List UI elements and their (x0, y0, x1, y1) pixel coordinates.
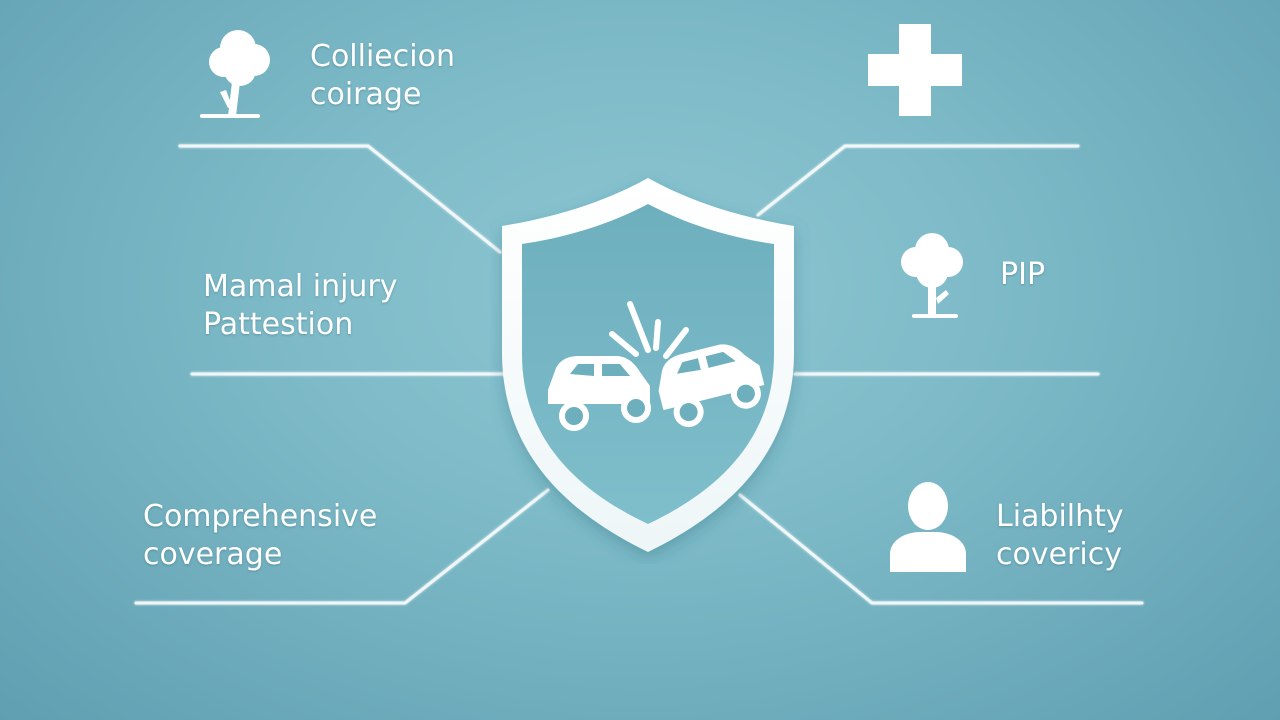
car-crash-icon (548, 301, 765, 431)
label-personal-injury: Mamal injury Pattestion (203, 268, 398, 344)
label-pip-line1: PIP (1000, 257, 1046, 292)
label-personal-injury-line2: Pattestion (203, 307, 354, 342)
label-liability-line1: Liabilhty (996, 499, 1124, 534)
label-collision-coverage: Colliecion coirage (310, 38, 455, 114)
label-comprehensive-line2: coverage (143, 537, 283, 572)
shield-icon (502, 178, 794, 552)
tree-icon (901, 233, 963, 318)
label-pip: PIP (1000, 256, 1045, 294)
connector-liability (738, 493, 1144, 605)
connector-collision (178, 144, 502, 254)
person-icon (890, 482, 966, 572)
plus-cross-icon (868, 24, 962, 116)
connector-comprehensive (134, 488, 550, 605)
label-collision-line1: Colliecion (310, 39, 455, 74)
label-comprehensive-line1: Comprehensive (143, 499, 378, 534)
label-comprehensive-coverage: Comprehensive coverage (143, 498, 377, 574)
label-personal-injury-line1: Mamal injury (203, 269, 398, 304)
label-liability-line2: covericy (996, 537, 1122, 572)
connector-medical (756, 144, 1080, 217)
label-liability-coverage: Liabilhty covericy (996, 498, 1124, 574)
tree-icon (200, 30, 270, 118)
label-collision-line2: coirage (310, 77, 422, 112)
